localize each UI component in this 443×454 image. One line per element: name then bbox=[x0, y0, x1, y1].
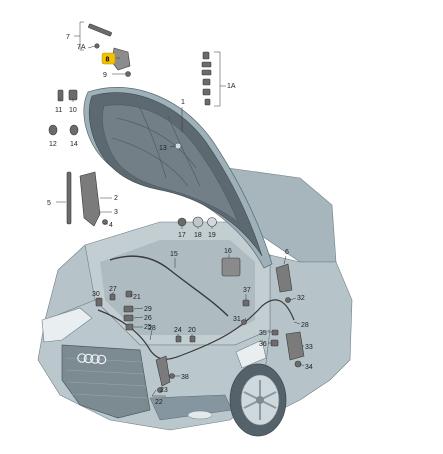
part-32 bbox=[285, 297, 291, 303]
parts-group bbox=[48, 23, 305, 393]
callout-24: 24 bbox=[174, 327, 182, 334]
clip-17 bbox=[177, 217, 187, 227]
gas-strut-5 bbox=[66, 171, 72, 225]
part-29 bbox=[123, 305, 134, 313]
bracket-2 bbox=[79, 171, 101, 227]
part-24 bbox=[175, 335, 182, 343]
part-34 bbox=[294, 360, 302, 368]
washer-hose-15 bbox=[109, 255, 229, 317]
callout-17: 17 bbox=[178, 232, 186, 239]
callout-19: 19 bbox=[208, 232, 216, 239]
callout-20: 20 bbox=[188, 327, 196, 334]
part-26 bbox=[123, 314, 134, 322]
callout-28-right: 28 bbox=[301, 322, 309, 329]
callout-8: 8 bbox=[106, 57, 110, 64]
callout-6: 6 bbox=[285, 249, 289, 256]
part-21 bbox=[125, 290, 133, 298]
part-11 bbox=[57, 89, 64, 102]
part-14 bbox=[69, 124, 79, 136]
part-31 bbox=[241, 319, 247, 325]
callout-30: 30 bbox=[92, 291, 100, 298]
callout-28-left: 28 bbox=[148, 325, 156, 332]
callout-1a: 1A bbox=[227, 83, 236, 90]
hood bbox=[83, 86, 273, 269]
part-25 bbox=[125, 323, 134, 331]
callout-11: 11 bbox=[55, 107, 62, 114]
leader-lines bbox=[56, 21, 305, 397]
callout-7a: 7A bbox=[77, 44, 86, 51]
callout-16: 16 bbox=[224, 248, 232, 255]
callout-31: 31 bbox=[233, 316, 241, 323]
callout-25: 25 bbox=[144, 324, 152, 331]
part-35 bbox=[271, 329, 279, 336]
part-7a bbox=[94, 43, 100, 49]
brand-rings-icon bbox=[77, 353, 107, 365]
callout-14: 14 bbox=[70, 141, 78, 148]
callout-37: 37 bbox=[243, 287, 251, 294]
cable-28 bbox=[97, 299, 295, 360]
part-36 bbox=[270, 339, 279, 347]
car-body bbox=[37, 167, 353, 437]
front-wheel bbox=[229, 363, 287, 437]
part-23 bbox=[157, 387, 163, 393]
callout-9: 9 bbox=[103, 72, 107, 79]
fasteners-1a bbox=[201, 51, 212, 106]
callout-12: 12 bbox=[49, 141, 57, 148]
callout-35: 35 bbox=[259, 330, 267, 337]
callout-5: 5 bbox=[47, 200, 51, 207]
callout-33: 33 bbox=[305, 344, 313, 351]
callout-4: 4 bbox=[109, 222, 113, 229]
callout-7: 7 bbox=[66, 34, 70, 41]
callout-21: 21 bbox=[133, 294, 141, 301]
grommet-19 bbox=[207, 217, 217, 227]
callout-22: 22 bbox=[155, 399, 163, 406]
callout-2: 2 bbox=[114, 195, 118, 202]
part-9 bbox=[125, 71, 131, 77]
part-37 bbox=[242, 299, 250, 307]
part-27 bbox=[109, 293, 116, 301]
callout-15: 15 bbox=[170, 251, 178, 258]
callout-34: 34 bbox=[305, 364, 313, 371]
callout-36: 36 bbox=[259, 341, 267, 348]
callout-27: 27 bbox=[109, 286, 117, 293]
hood-lock-33 bbox=[285, 331, 305, 361]
grommet-18 bbox=[192, 216, 204, 228]
lock-bracket-22 bbox=[155, 355, 171, 387]
callout-26: 26 bbox=[144, 315, 152, 322]
callout-8-highlight[interactable]: 8 bbox=[101, 52, 116, 65]
part-4 bbox=[102, 219, 108, 225]
hinge-bar-7 bbox=[88, 23, 112, 37]
callout-32: 32 bbox=[297, 295, 305, 302]
callout-23: 23 bbox=[160, 387, 168, 394]
highlight-badge bbox=[101, 52, 116, 65]
callout-1: 1 bbox=[181, 99, 185, 106]
callout-29: 29 bbox=[144, 306, 152, 313]
callout-10: 10 bbox=[69, 107, 77, 114]
bracket-6 bbox=[275, 263, 293, 293]
module-16 bbox=[221, 257, 241, 277]
callout-3: 3 bbox=[114, 209, 118, 216]
callout-labels: 1 1A 2 3 4 5 6 7 7A 8 9 10 11 12 13 14 1… bbox=[47, 34, 313, 406]
part-20 bbox=[189, 335, 196, 343]
part-38 bbox=[169, 373, 175, 379]
part-12 bbox=[48, 124, 58, 136]
callout-18: 18 bbox=[194, 232, 202, 239]
callout-13: 13 bbox=[159, 145, 167, 152]
callout-38: 38 bbox=[181, 374, 189, 381]
